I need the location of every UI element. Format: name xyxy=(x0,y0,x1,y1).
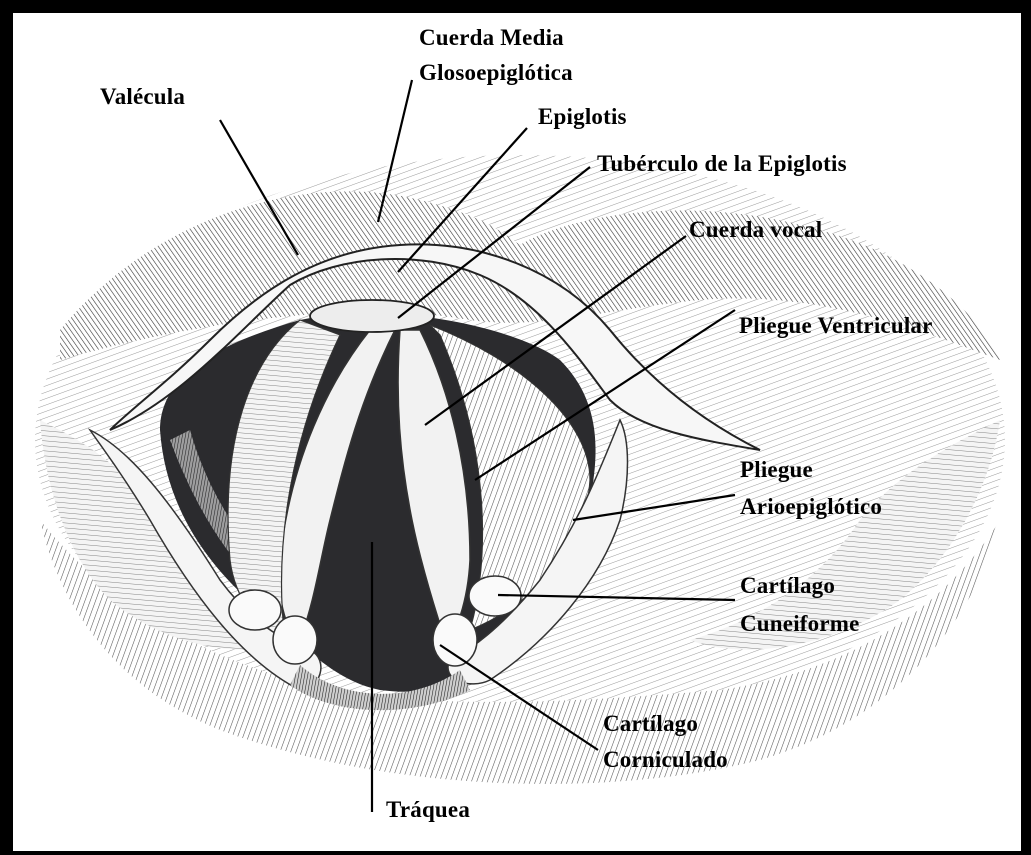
diagram-canvas: Cuerda Media Glosoepiglótica Valécula Ep… xyxy=(13,13,1021,851)
label-cuerda-media-line2: Glosoepiglótica xyxy=(419,57,573,89)
label-corniculado-line1: Cartílago xyxy=(603,708,698,740)
label-traquea: Tráquea xyxy=(386,794,470,826)
left-corniculate-bump xyxy=(273,616,317,664)
label-tuberculo-epiglotis: Tubérculo de la Epiglotis xyxy=(597,148,847,180)
label-valecula: Valécula xyxy=(100,81,185,113)
left-cuneiform-bump xyxy=(229,590,281,630)
label-cuerda-media-line1: Cuerda Media xyxy=(419,22,564,54)
label-pliegue-ario-line1: Pliegue xyxy=(740,454,813,486)
larynx-illustration xyxy=(13,13,1021,851)
right-corniculate-bump xyxy=(433,614,477,666)
label-cuneiforme-line1: Cartílago xyxy=(740,570,835,602)
label-cuerda-vocal: Cuerda vocal xyxy=(689,214,822,246)
label-cuneiforme-line2: Cuneiforme xyxy=(740,608,860,640)
label-epiglotis: Epiglotis xyxy=(538,101,627,133)
label-pliegue-ario-line2: Arioepiglótico xyxy=(740,491,882,523)
label-corniculado-line2: Corniculado xyxy=(603,744,728,776)
label-pliegue-ventricular: Pliegue Ventricular xyxy=(739,310,933,342)
